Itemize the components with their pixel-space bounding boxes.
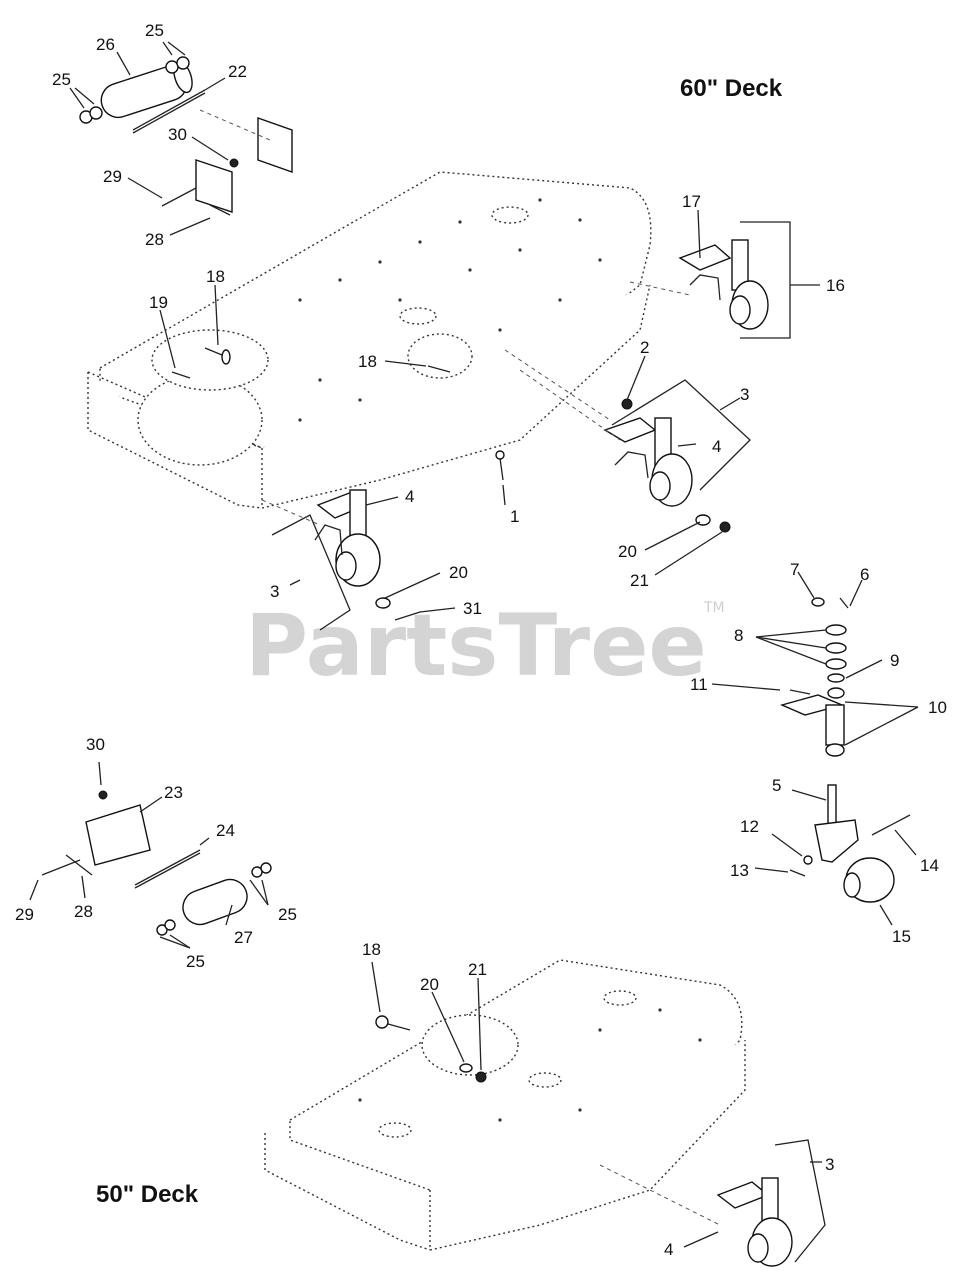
callout-13: 13 — [730, 861, 749, 880]
callout-16: 16 — [826, 276, 845, 295]
callout-31: 31 — [463, 599, 482, 618]
callout-12: 12 — [740, 817, 759, 836]
callout-29-a: 29 — [103, 167, 122, 186]
roller-top-assembly — [79, 56, 293, 216]
deck-60-title: 60" Deck — [680, 75, 783, 102]
callout-27: 27 — [234, 928, 253, 947]
watermark-text: PartsTree — [245, 596, 707, 696]
callout-29-b: 29 — [15, 905, 34, 924]
callout-4-a: 4 — [712, 437, 721, 456]
callout-18-a: 18 — [206, 267, 225, 286]
callout-3-b: 3 — [270, 582, 279, 601]
callout-15: 15 — [892, 927, 911, 946]
leader-lines — [29, 41, 919, 1263]
caster-right-assembly — [504, 349, 731, 533]
callout-22: 22 — [228, 62, 247, 81]
callout-5: 5 — [772, 776, 781, 795]
deck-50-shell — [264, 959, 746, 1251]
deck-60-fasteners — [171, 347, 505, 481]
deck-60-holes — [298, 198, 602, 422]
callout-28-a: 28 — [145, 230, 164, 249]
callout-30-a: 30 — [168, 125, 187, 144]
callout-11: 11 — [690, 675, 708, 694]
callout-25-c: 25 — [278, 905, 297, 924]
callout-6: 6 — [860, 565, 869, 584]
deck-60-shell — [87, 171, 652, 509]
callout-26: 26 — [96, 35, 115, 54]
callout-1: 1 — [510, 507, 519, 526]
callout-18-c: 18 — [362, 940, 381, 959]
callout-17: 17 — [682, 192, 701, 211]
callout-20-c: 20 — [420, 975, 439, 994]
caster-left-assembly — [261, 489, 421, 621]
callout-4-b: 4 — [405, 487, 414, 506]
watermark-tm: TM — [703, 600, 725, 616]
callout-25-d: 25 — [186, 952, 205, 971]
callout-21-b: 21 — [468, 960, 487, 979]
callout-4-c: 4 — [664, 1240, 673, 1259]
callout-19: 19 — [149, 293, 168, 312]
deck-50-title: 50" Deck — [96, 1181, 199, 1208]
callout-labels: 26 25 25 22 30 29 28 17 16 18 19 18 2 3 … — [15, 21, 947, 1259]
callout-28-b: 28 — [74, 902, 93, 921]
caster-16-assembly — [629, 239, 769, 330]
roller-bottom-assembly — [41, 790, 272, 936]
callout-3-a: 3 — [740, 385, 749, 404]
callout-24: 24 — [216, 821, 235, 840]
callout-8: 8 — [734, 626, 743, 645]
callout-10: 10 — [928, 698, 947, 717]
wheel-kit-exploded — [779, 597, 911, 903]
callout-20-a: 20 — [618, 542, 637, 561]
callout-9: 9 — [890, 651, 899, 670]
callout-7: 7 — [790, 560, 799, 579]
callout-18-b: 18 — [358, 352, 377, 371]
callout-23: 23 — [164, 783, 183, 802]
callout-25-a: 25 — [145, 21, 164, 40]
callout-14: 14 — [920, 856, 939, 875]
caster-50-assembly — [599, 1164, 793, 1267]
callout-20-b: 20 — [449, 563, 468, 582]
callout-30-b: 30 — [86, 735, 105, 754]
callout-21-a: 21 — [630, 571, 649, 590]
callout-2: 2 — [640, 338, 649, 357]
callout-3-c: 3 — [825, 1155, 834, 1174]
callout-25-b: 25 — [52, 70, 71, 89]
